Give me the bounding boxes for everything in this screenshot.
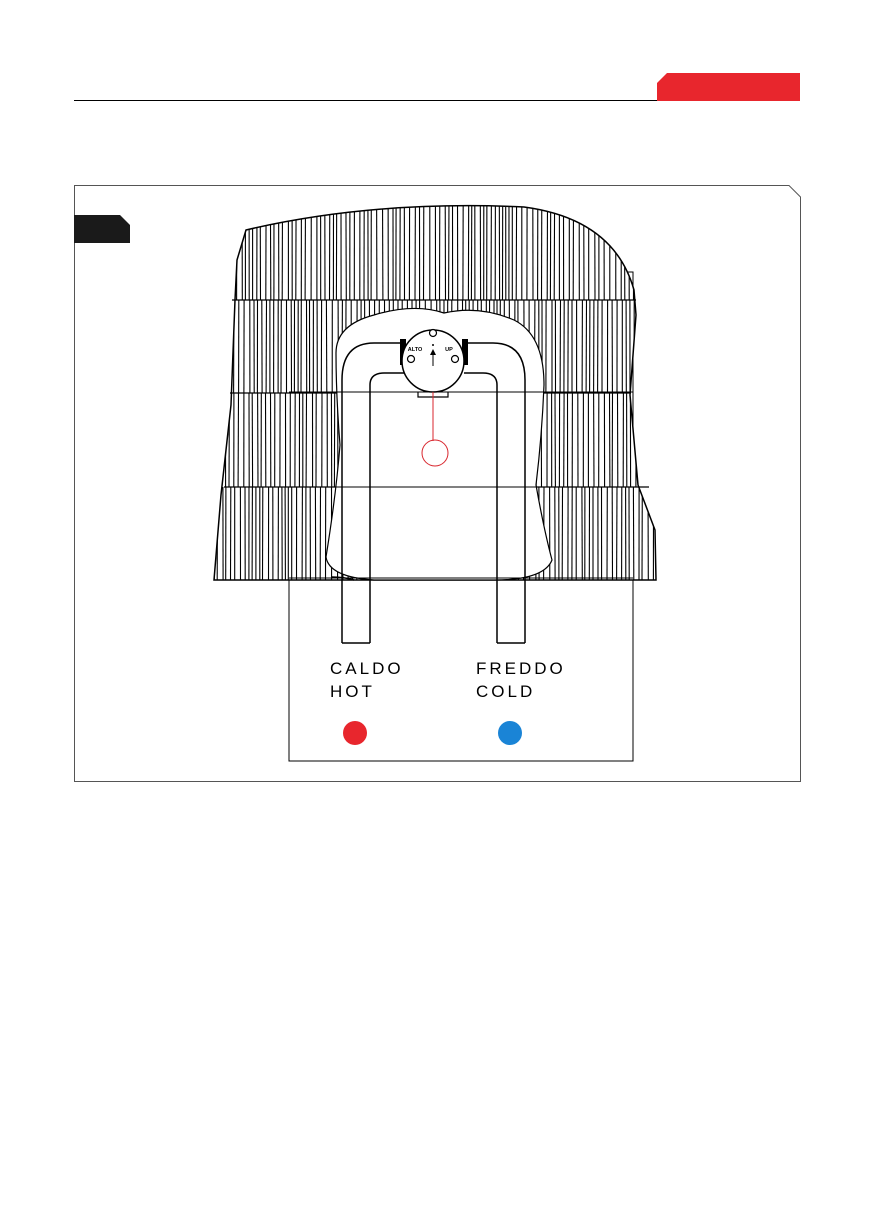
header-tab (657, 73, 800, 101)
cold-indicator-dot (498, 721, 522, 745)
hot-label-it: CALDO (330, 659, 404, 678)
page-header (0, 0, 874, 110)
figure-frame: ALTO UP CALDO HOT FREDDO COLD (74, 185, 801, 782)
cold-label-it: FREDDO (476, 659, 566, 678)
hot-label-en: HOT (330, 682, 375, 701)
hot-indicator-dot (343, 721, 367, 745)
dial-right-label: UP (445, 347, 453, 353)
dial-left-label: ALTO (408, 347, 423, 353)
cold-label-en: COLD (476, 682, 535, 701)
section-tab (74, 215, 130, 243)
